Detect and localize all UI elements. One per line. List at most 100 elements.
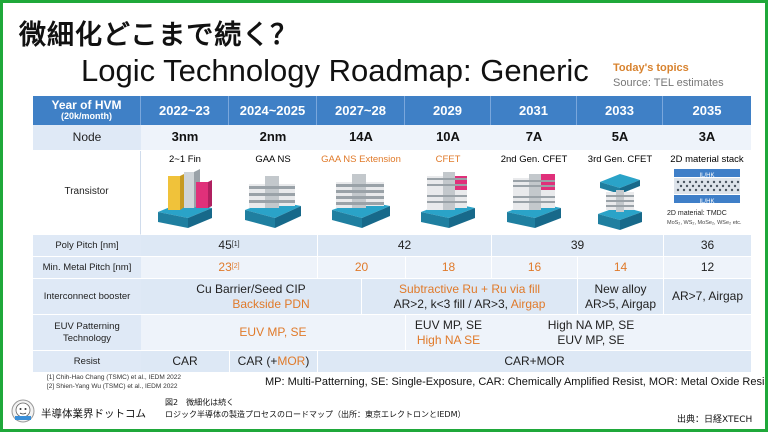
cfet-transistor-icon — [421, 172, 475, 228]
interconnect-c: New alloy AR>5, Airgap — [577, 279, 663, 315]
interconnect-b: Subtractive Ru + Ru via fill AR>2, k<3 f… — [361, 279, 577, 315]
transistor-label-7: 2D material stack — [670, 154, 744, 165]
figure-caption-line2: ロジック半導体の製造プロセスのロードマップ（出所：東京エレクトロンとIEDM） — [165, 409, 466, 419]
interconnect-b-line1: Subtractive Ru + Ru via fill — [398, 281, 541, 296]
poly-pitch-2: 42 — [317, 235, 491, 257]
interconnect-a-line2: Backside PDN — [232, 296, 310, 311]
figure-caption-line1: 図2 微細化は続く — [165, 398, 235, 407]
poly-pitch-4: 36 — [663, 235, 751, 257]
poly-pitch-ref-1: [1] — [231, 241, 240, 249]
transistor-2d-material: 2D material stack IL/HK IL/HK — [663, 154, 751, 235]
mascot-logo-icon — [11, 399, 35, 423]
interconnect-a-line1: Cu Barrier/Seed CIP — [196, 281, 306, 296]
interconnect-c-line2: AR>5, Airgap — [584, 296, 657, 311]
euv-c-line2: EUV MP, SE — [557, 332, 625, 347]
metal-pitch-4: 16 — [491, 257, 577, 279]
transistor-label-1: 2~1 Fin — [169, 154, 201, 165]
header-year-1: 2022~23 — [141, 96, 229, 125]
euv-c-line1: High NA MP, SE — [547, 317, 635, 332]
node-7: 3A — [663, 125, 751, 151]
references: [1] Chih-Hao Chang (TSMC) et al., IEDM 2… — [47, 374, 181, 392]
row-label-interconnect: Interconnect booster — [33, 279, 141, 315]
resist-a: CAR — [141, 351, 229, 373]
interconnect-d: AR>7, Airgap — [663, 279, 751, 315]
transistor-fin: 2~1 Fin — [141, 154, 229, 235]
transistor-gaa-ns: GAA NS — [229, 154, 317, 235]
brand-name: 半導体業界ドットコム — [41, 408, 146, 420]
hk-label-bottom: IL/HK — [699, 199, 715, 205]
header-year-2: 2024~2025 — [229, 96, 317, 125]
hk-label-top: IL/HK — [699, 173, 715, 179]
fin-transistor-icon — [158, 169, 212, 228]
source-note: Source: TEL estimates — [613, 77, 724, 89]
header-year-title: Year of HVM — [51, 97, 122, 112]
cfet-2nd-gen-transistor-icon — [507, 174, 561, 228]
credit: 出典：日経XTECH — [677, 415, 753, 425]
metal-pitch-3: 18 — [405, 257, 491, 279]
row-label-euv: EUV Patterning Technology — [33, 315, 141, 351]
row-label-euv-line1: EUV Patterning — [54, 320, 120, 332]
transistor-cfet-3rd: 3rd Gen. CFET — [577, 154, 663, 235]
resist-b-pre: CAR (+ — [237, 354, 278, 368]
header-year-subtitle: (20k/month) — [60, 111, 112, 122]
euv-b: EUV MP, SE High NA SE — [405, 315, 491, 351]
euv-a: EUV MP, SE — [141, 315, 405, 351]
cfet-3rd-gen-transistor-icon — [598, 174, 642, 230]
slide-title: Logic Technology Roadmap: Generic — [81, 53, 589, 88]
interconnect-b-airgap: Airgap — [510, 296, 546, 311]
transistor-cfet: CFET — [405, 154, 491, 235]
euv-c: High NA MP, SE EUV MP, SE — [491, 315, 751, 351]
header-year-label: Year of HVM (20k/month) — [33, 96, 141, 125]
gaa-ns-extension-transistor-icon — [332, 174, 390, 228]
header-year-6: 2033 — [577, 96, 663, 125]
reference-1: [1] Chih-Hao Chang (TSMC) et al., IEDM 2… — [47, 374, 182, 381]
abbreviation-footnote: MP: Multi-Patterning, SE: Single-Exposur… — [265, 376, 768, 388]
row-label-euv-line2: Technology — [62, 332, 112, 344]
transistor-label-4: CFET — [435, 154, 461, 165]
metal-pitch-1: 23[2] — [141, 257, 317, 279]
material-caption-1: 2D material: TMDC — [667, 210, 727, 217]
metal-pitch-5: 14 — [577, 257, 663, 279]
euv-b-line2: High NA SE — [416, 332, 481, 347]
transistor-label-3: GAA NS Extension — [321, 154, 401, 165]
metal-pitch-6: 12 — [663, 257, 751, 279]
node-1: 3nm — [141, 125, 229, 151]
todays-topics: Today's topics — [613, 62, 689, 74]
transistor-label-5: 2nd Gen. CFET — [500, 154, 568, 165]
poly-pitch-1: 45[1] — [141, 235, 317, 257]
resist-c: CAR+MOR — [317, 351, 751, 373]
transistor-label-2: GAA NS — [255, 154, 291, 165]
node-5: 7A — [491, 125, 577, 151]
metal-pitch-ref-1: [2] — [231, 263, 240, 271]
node-3: 14A — [317, 125, 405, 151]
figure-caption: 図2 微細化は続く ロジック半導体の製造プロセスのロードマップ（出所：東京エレク… — [165, 397, 465, 420]
resist-b-mor: MOR — [277, 354, 306, 368]
poly-pitch-value-1: 45 — [218, 238, 232, 252]
node-4: 10A — [405, 125, 491, 151]
header-year-7: 2035 — [663, 96, 751, 125]
euv-b-line1: EUV MP, SE — [414, 317, 483, 332]
transistor-label-6: 3rd Gen. CFET — [587, 154, 653, 165]
resist-b-post: ) — [305, 354, 310, 368]
roadmap-table: Year of HVM (20k/month) 2022~23 2024~202… — [33, 96, 751, 373]
metal-pitch-2: 20 — [317, 257, 405, 279]
row-label-poly-pitch: Poly Pitch [nm] — [33, 235, 141, 257]
interconnect-c-line1: New alloy — [594, 281, 647, 296]
header-year-3: 2027~28 — [317, 96, 405, 125]
row-label-resist: Resist — [33, 351, 141, 373]
header-year-4: 2029 — [405, 96, 491, 125]
2d-material-stack-icon — [674, 169, 740, 203]
transistor-cfet-2nd: 2nd Gen. CFET — [491, 154, 577, 235]
gaa-ns-transistor-icon — [245, 176, 301, 228]
reference-2: [2] Shien-Yang Wu (TSMC) et al., IEDM 20… — [47, 382, 178, 390]
row-label-metal-pitch: Min. Metal Pitch [nm] — [33, 257, 141, 279]
row-label-transistor: Transistor — [33, 151, 141, 235]
node-6: 5A — [577, 125, 663, 151]
interconnect-a: Cu Barrier/Seed CIP Backside PDN — [141, 279, 361, 315]
poly-pitch-3: 39 — [491, 235, 663, 257]
headline: 微細化どこまで続く？ — [19, 20, 299, 51]
row-label-node: Node — [33, 125, 141, 151]
material-caption-2: MoS₂, WS₂, MoSe₂, WSe₂ etc. — [667, 220, 742, 226]
metal-pitch-value-1: 23 — [218, 260, 232, 274]
